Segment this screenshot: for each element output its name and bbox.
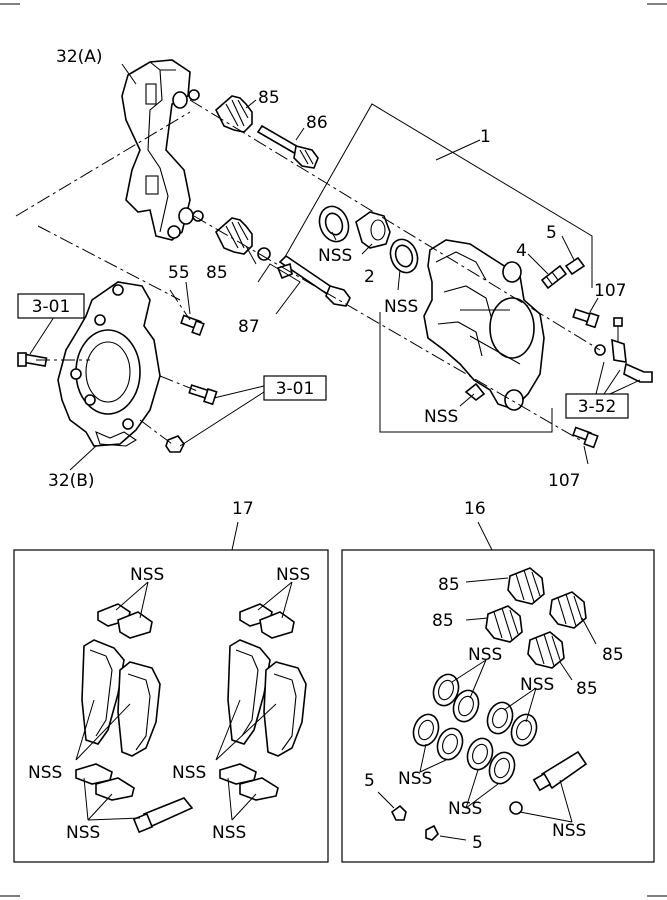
- callout-4: 4: [516, 241, 527, 261]
- page-corner-marks: [0, 3, 667, 897]
- bleeder-nss: [464, 382, 486, 402]
- kit-85-b: 85: [432, 611, 454, 631]
- kit-boot-a: [507, 567, 545, 605]
- nss-rings-top: NSS: [468, 645, 502, 665]
- ref-box-3-52[interactable]: 3-52: [565, 393, 629, 419]
- bleeder-screw-4: [540, 264, 568, 290]
- ref-3-01-right-text: 3-01: [276, 379, 315, 399]
- leader-16: [477, 521, 493, 551]
- callout-107-top: 107: [594, 281, 626, 301]
- assembly-1-outline: [284, 103, 593, 433]
- ref-3-52-text: 3-52: [578, 397, 617, 417]
- guide-pin-86: [256, 124, 319, 169]
- pad-kit-17-right: NSS NSS NSS: [172, 565, 310, 843]
- hose-fitting-3-52: [594, 317, 653, 383]
- bolt-3-01-left: [17, 352, 48, 367]
- callout-nss-bleeder: NSS: [424, 407, 458, 427]
- caliper-support-32b: [57, 281, 161, 447]
- kit-85-a: 85: [438, 575, 460, 595]
- callout-87: 87: [238, 317, 260, 337]
- ref-box-3-01-right[interactable]: 3-01: [263, 375, 327, 401]
- callout-labels: 32(A) 85 86 1 NSS 2 NSS 4 5 107 55 85 87…: [48, 47, 626, 491]
- leader-17: [231, 521, 239, 551]
- caliper-bracket-32a: [121, 59, 194, 241]
- callout-17: 17: [232, 499, 254, 519]
- centerlines: [15, 99, 601, 445]
- callout-5-top: 5: [546, 223, 557, 243]
- bolt-107-lower: [572, 426, 599, 449]
- callout-55: 55: [168, 263, 190, 283]
- boot-85-upper: [188, 89, 253, 133]
- kit-boot-b: [549, 591, 587, 629]
- kit-boot-c: [485, 605, 523, 643]
- callout-16: 16: [464, 499, 486, 519]
- nss-clip-left: NSS: [130, 565, 164, 585]
- seal-kit-16-parts: 85 85 85 85 NSS NSS NSS NSS NSS 5 5: [364, 567, 624, 853]
- dust-boot-ring: [389, 238, 419, 274]
- nss-shim-right: NSS: [212, 823, 246, 843]
- piston-seal: [318, 205, 350, 243]
- bolt-3-01-right: [188, 384, 218, 406]
- kit-85-d: 85: [576, 679, 598, 699]
- nss-pad-right: NSS: [172, 763, 206, 783]
- callout-2: 2: [364, 267, 375, 287]
- pad-kit-17-left: NSS NSS NSS: [28, 565, 194, 843]
- callout-32b: 32(B): [48, 471, 95, 491]
- ref-box-3-01-left[interactable]: 3-01: [17, 293, 85, 319]
- callout-86: 86: [306, 113, 328, 133]
- caliper-body-1: [423, 239, 545, 411]
- callout-nss-seal: NSS: [318, 246, 352, 266]
- piston-2: [355, 211, 391, 249]
- kit-5-b: 5: [472, 833, 483, 853]
- nss-grease: NSS: [552, 821, 586, 841]
- nss-shim-left: NSS: [66, 823, 100, 843]
- kit-boot-d: [527, 631, 565, 669]
- ref-3-01-left-text: 3-01: [32, 297, 71, 317]
- nss-pad-left: NSS: [28, 763, 62, 783]
- guide-pin-87: [257, 247, 351, 307]
- nss-rings-bottom: NSS: [448, 799, 482, 819]
- nut-3-01: [165, 435, 185, 453]
- nss-clip-right: NSS: [276, 565, 310, 585]
- bleeder-cap-5: [564, 256, 586, 276]
- callout-1: 1: [480, 127, 491, 147]
- callout-107-bottom: 107: [548, 471, 580, 491]
- nss-rings-left: NSS: [398, 769, 432, 789]
- callout-85-mid: 85: [206, 263, 228, 283]
- callout-32a: 32(A): [56, 47, 103, 67]
- nss-rings-right: NSS: [520, 675, 554, 695]
- kit-5-a: 5: [364, 771, 375, 791]
- bolt-107-upper: [572, 308, 600, 329]
- kit-85-c: 85: [602, 645, 624, 665]
- leader-lines-top: [29, 63, 641, 471]
- callout-nss-ring: NSS: [384, 297, 418, 317]
- bolt-55: [180, 314, 205, 337]
- callout-85-top: 85: [258, 88, 280, 108]
